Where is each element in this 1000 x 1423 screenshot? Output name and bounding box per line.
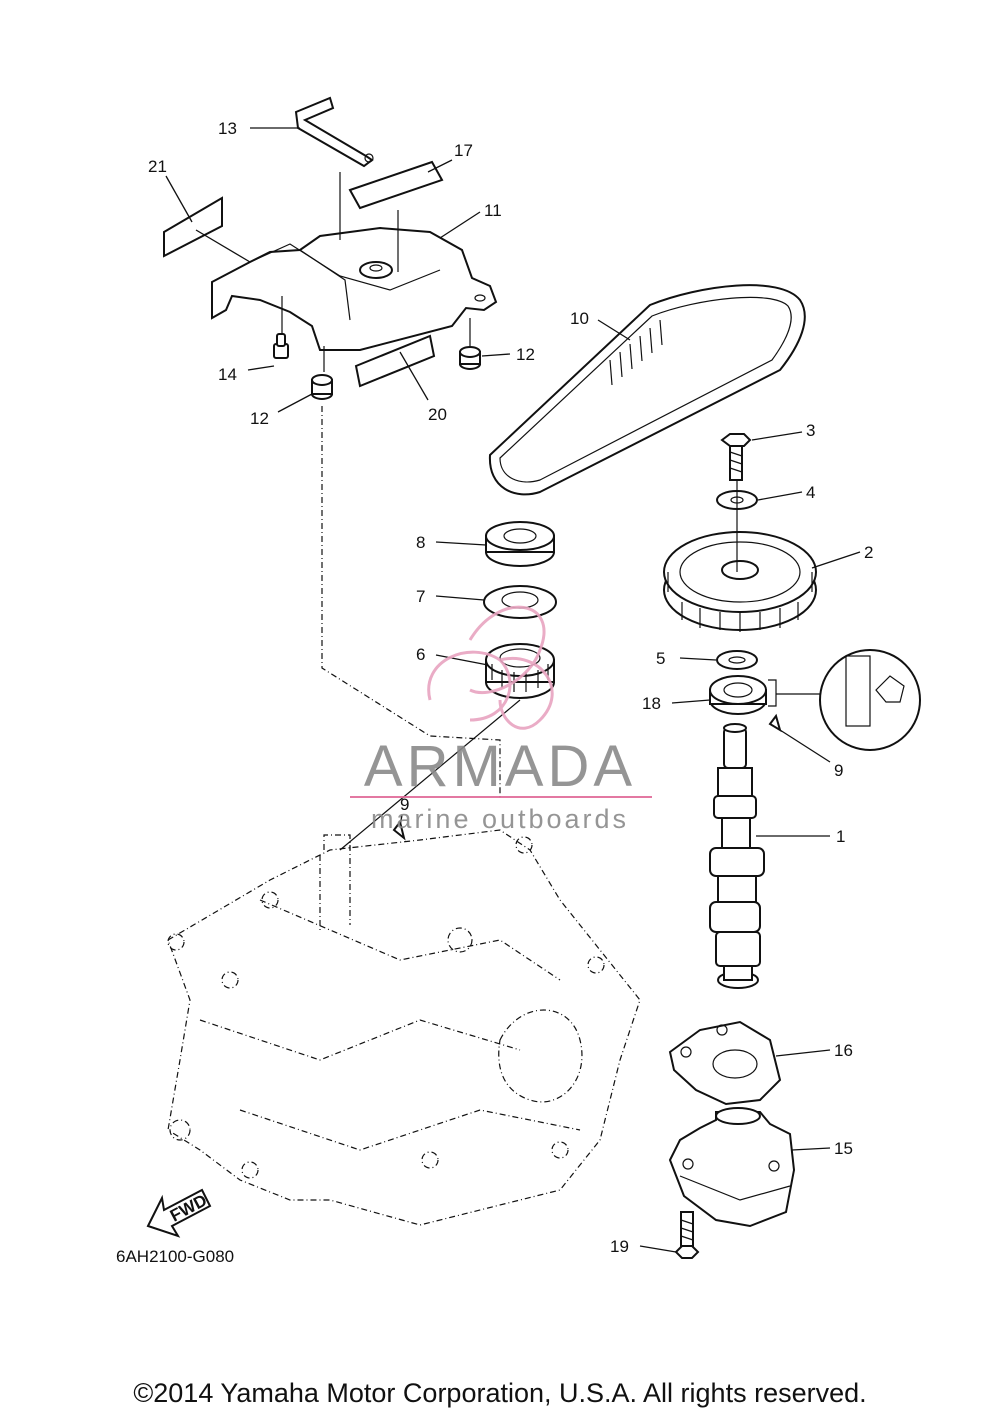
- callout-19: 17: [454, 141, 473, 160]
- callout-7: 7: [416, 587, 425, 606]
- part-21-label: [163, 196, 223, 258]
- part-8-nut: [485, 521, 555, 567]
- callout-12-left: 12: [250, 409, 269, 428]
- part-2-camshaft-pulley: [663, 531, 817, 632]
- part-15-oil-pump: [668, 1107, 796, 1228]
- callout-6: 6: [416, 645, 425, 664]
- callout-18: 18: [642, 694, 661, 713]
- crankcase-block: [167, 829, 641, 1226]
- callout-8: 8: [416, 533, 425, 552]
- callout-9-left: 9: [400, 795, 409, 814]
- callout-10: 10: [570, 309, 589, 328]
- callout-4: 4: [806, 483, 815, 502]
- part-18-oil-seal: [709, 675, 824, 715]
- fwd-label: FWD: [167, 1191, 210, 1226]
- watermark-logo: [427, 605, 554, 730]
- copyright-notice: ©2014 Yamaha Motor Corporation, U.S.A. A…: [133, 1378, 867, 1408]
- callout-15: 15: [834, 1139, 853, 1158]
- watermark-brand: ARMADA: [364, 734, 636, 799]
- watermark-tagline: marine outboards: [371, 804, 629, 834]
- part-17-bolt: [674, 1211, 700, 1259]
- seal-detail-inset: [819, 649, 921, 751]
- callout-11: 11: [484, 201, 502, 220]
- callout-1: 1: [836, 827, 845, 846]
- part-9-key-b: [392, 819, 406, 841]
- part-12-grommet-b: [311, 374, 333, 400]
- part-5-washer: [716, 650, 758, 670]
- callout-13: 13: [218, 119, 237, 138]
- callout-3: 3: [806, 421, 815, 440]
- callout-9-right: 9: [834, 761, 843, 780]
- part-12-grommet-a: [459, 346, 481, 370]
- leader-lines: [165, 127, 861, 1253]
- part-3-bolt: [720, 433, 752, 481]
- callout-14: 14: [218, 365, 237, 384]
- part-16-gasket: [668, 1020, 782, 1106]
- callout-21: 21: [148, 157, 167, 176]
- callout-2: 2: [864, 543, 873, 562]
- part-13-hose: [294, 96, 374, 168]
- watermark: ARMADA marine outboards: [350, 605, 652, 834]
- assembly-lines: [281, 172, 738, 851]
- diagram-code: 6AH2100-G080: [116, 1247, 234, 1266]
- callouts: 13 17 21 11 10 12 14 20 12 3 4 8 2 7 6 5…: [148, 119, 873, 1256]
- callout-12-right: 12: [516, 345, 535, 364]
- part-1-camshaft: [709, 723, 765, 989]
- part-14-grommet: [273, 333, 289, 359]
- part-9-key-a: [768, 713, 782, 733]
- callout-5: 5: [656, 649, 665, 668]
- part-11-cover: [211, 226, 498, 351]
- part-10-timing-belt: [488, 284, 806, 496]
- part-20-label: [354, 334, 436, 388]
- fwd-arrow: FWD: [146, 1188, 212, 1238]
- part-19-label: [348, 160, 444, 210]
- callout-16: 16: [834, 1041, 853, 1060]
- callout-20: 20: [428, 405, 447, 424]
- callout-17: 19: [610, 1237, 629, 1256]
